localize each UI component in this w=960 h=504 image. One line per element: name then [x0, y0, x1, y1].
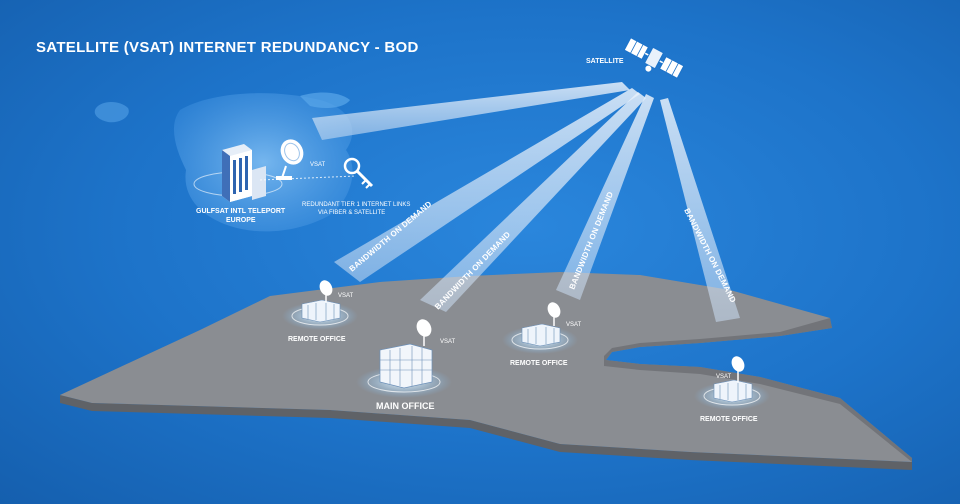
- remote-office-3-vsat: VSAT: [716, 374, 732, 380]
- remote-office-1-vsat: VSAT: [338, 293, 354, 299]
- teleport-vsat-label: VSAT: [310, 162, 326, 168]
- remote-office-2-building-icon: [521, 323, 561, 347]
- remote-office-1-building-icon: [301, 299, 341, 323]
- site-remote-office-3: VSAT REMOTE OFFICE: [694, 356, 770, 423]
- teleport-site: VSAT GULFSAT INTL TELEPORT EUROPE REDUND…: [193, 139, 410, 224]
- teleport-dish-icon: [276, 139, 304, 180]
- internet-key-icon: [343, 157, 374, 189]
- beam-main-office: [420, 92, 646, 312]
- beam-teleport: [312, 82, 630, 140]
- satellite-label: SATELLITE: [586, 58, 624, 65]
- main-office-building-icon: [379, 343, 433, 389]
- site-remote-office-2: VSAT REMOTE OFFICE: [502, 302, 582, 367]
- remote-office-3-label: REMOTE OFFICE: [700, 416, 758, 423]
- site-main-office: VSAT MAIN OFFICE: [356, 319, 456, 411]
- remote-office-3-building-icon: [713, 379, 753, 403]
- remote-office-1-dish-icon: [319, 280, 333, 302]
- site-remote-office-1: VSAT REMOTE OFFICE: [282, 280, 358, 343]
- remote-office-1-label: REMOTE OFFICE: [288, 336, 346, 343]
- main-office-vsat: VSAT: [440, 339, 456, 345]
- teleport-building-icon: [222, 144, 266, 202]
- europe-map-shape: [94, 92, 353, 232]
- page-title: SATELLITE (VSAT) INTERNET REDUNDANCY - B…: [36, 39, 419, 56]
- beam-remote-office-1: [334, 88, 640, 282]
- main-office-dish-icon: [416, 319, 432, 346]
- remote-office-2-dish-icon: [547, 302, 561, 326]
- teleport-name-line1: GULFSAT INTL TELEPORT: [196, 208, 286, 215]
- remote-office-3-dish-icon: [731, 356, 745, 382]
- teleport-links-line1: REDUNDANT TIER 1 INTERNET LINKS: [302, 202, 410, 208]
- beams: [312, 82, 740, 322]
- remote-office-2-label: REMOTE OFFICE: [510, 360, 568, 367]
- remote-office-2-vsat: VSAT: [566, 322, 582, 328]
- teleport-links-line2: VIA FIBER & SATELLITE: [318, 210, 385, 216]
- beam-remote-office-3: [660, 98, 740, 322]
- beam-remote-office-2: [556, 94, 654, 300]
- land-mass: [60, 272, 912, 470]
- main-office-label: MAIN OFFICE: [376, 401, 435, 411]
- teleport-name-line2: EUROPE: [226, 217, 256, 224]
- satellite-icon: [623, 37, 685, 79]
